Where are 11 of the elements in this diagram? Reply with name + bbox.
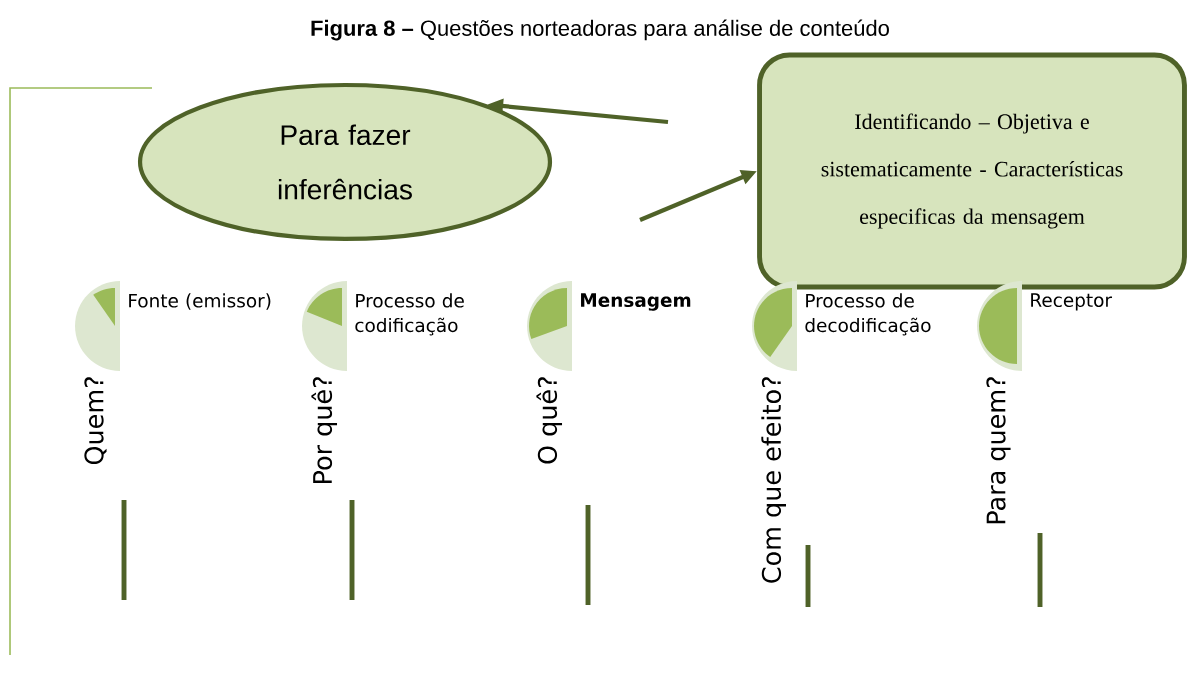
question-label: Com que efeito? bbox=[761, 377, 786, 583]
question-label: O quê? bbox=[536, 377, 563, 464]
item-label: Fonte (emissor) bbox=[129, 293, 271, 310]
question-label: Por quê? bbox=[311, 377, 338, 483]
question-label: Para quem? bbox=[986, 377, 1011, 524]
rounded-box: Identificando – Objetiva e sistematicamente - Características especificas da mensagem bbox=[757, 52, 1187, 290]
item-label: Mensagem bbox=[581, 293, 691, 311]
question-label: Quem? bbox=[84, 377, 107, 465]
item-label: Processo de codificação bbox=[355, 293, 464, 336]
ellipse-node: Para fazer inferências bbox=[137, 82, 553, 242]
figure-title: Figura 8 – Questões norteadoras para análise de conteúdo bbox=[311, 19, 889, 41]
